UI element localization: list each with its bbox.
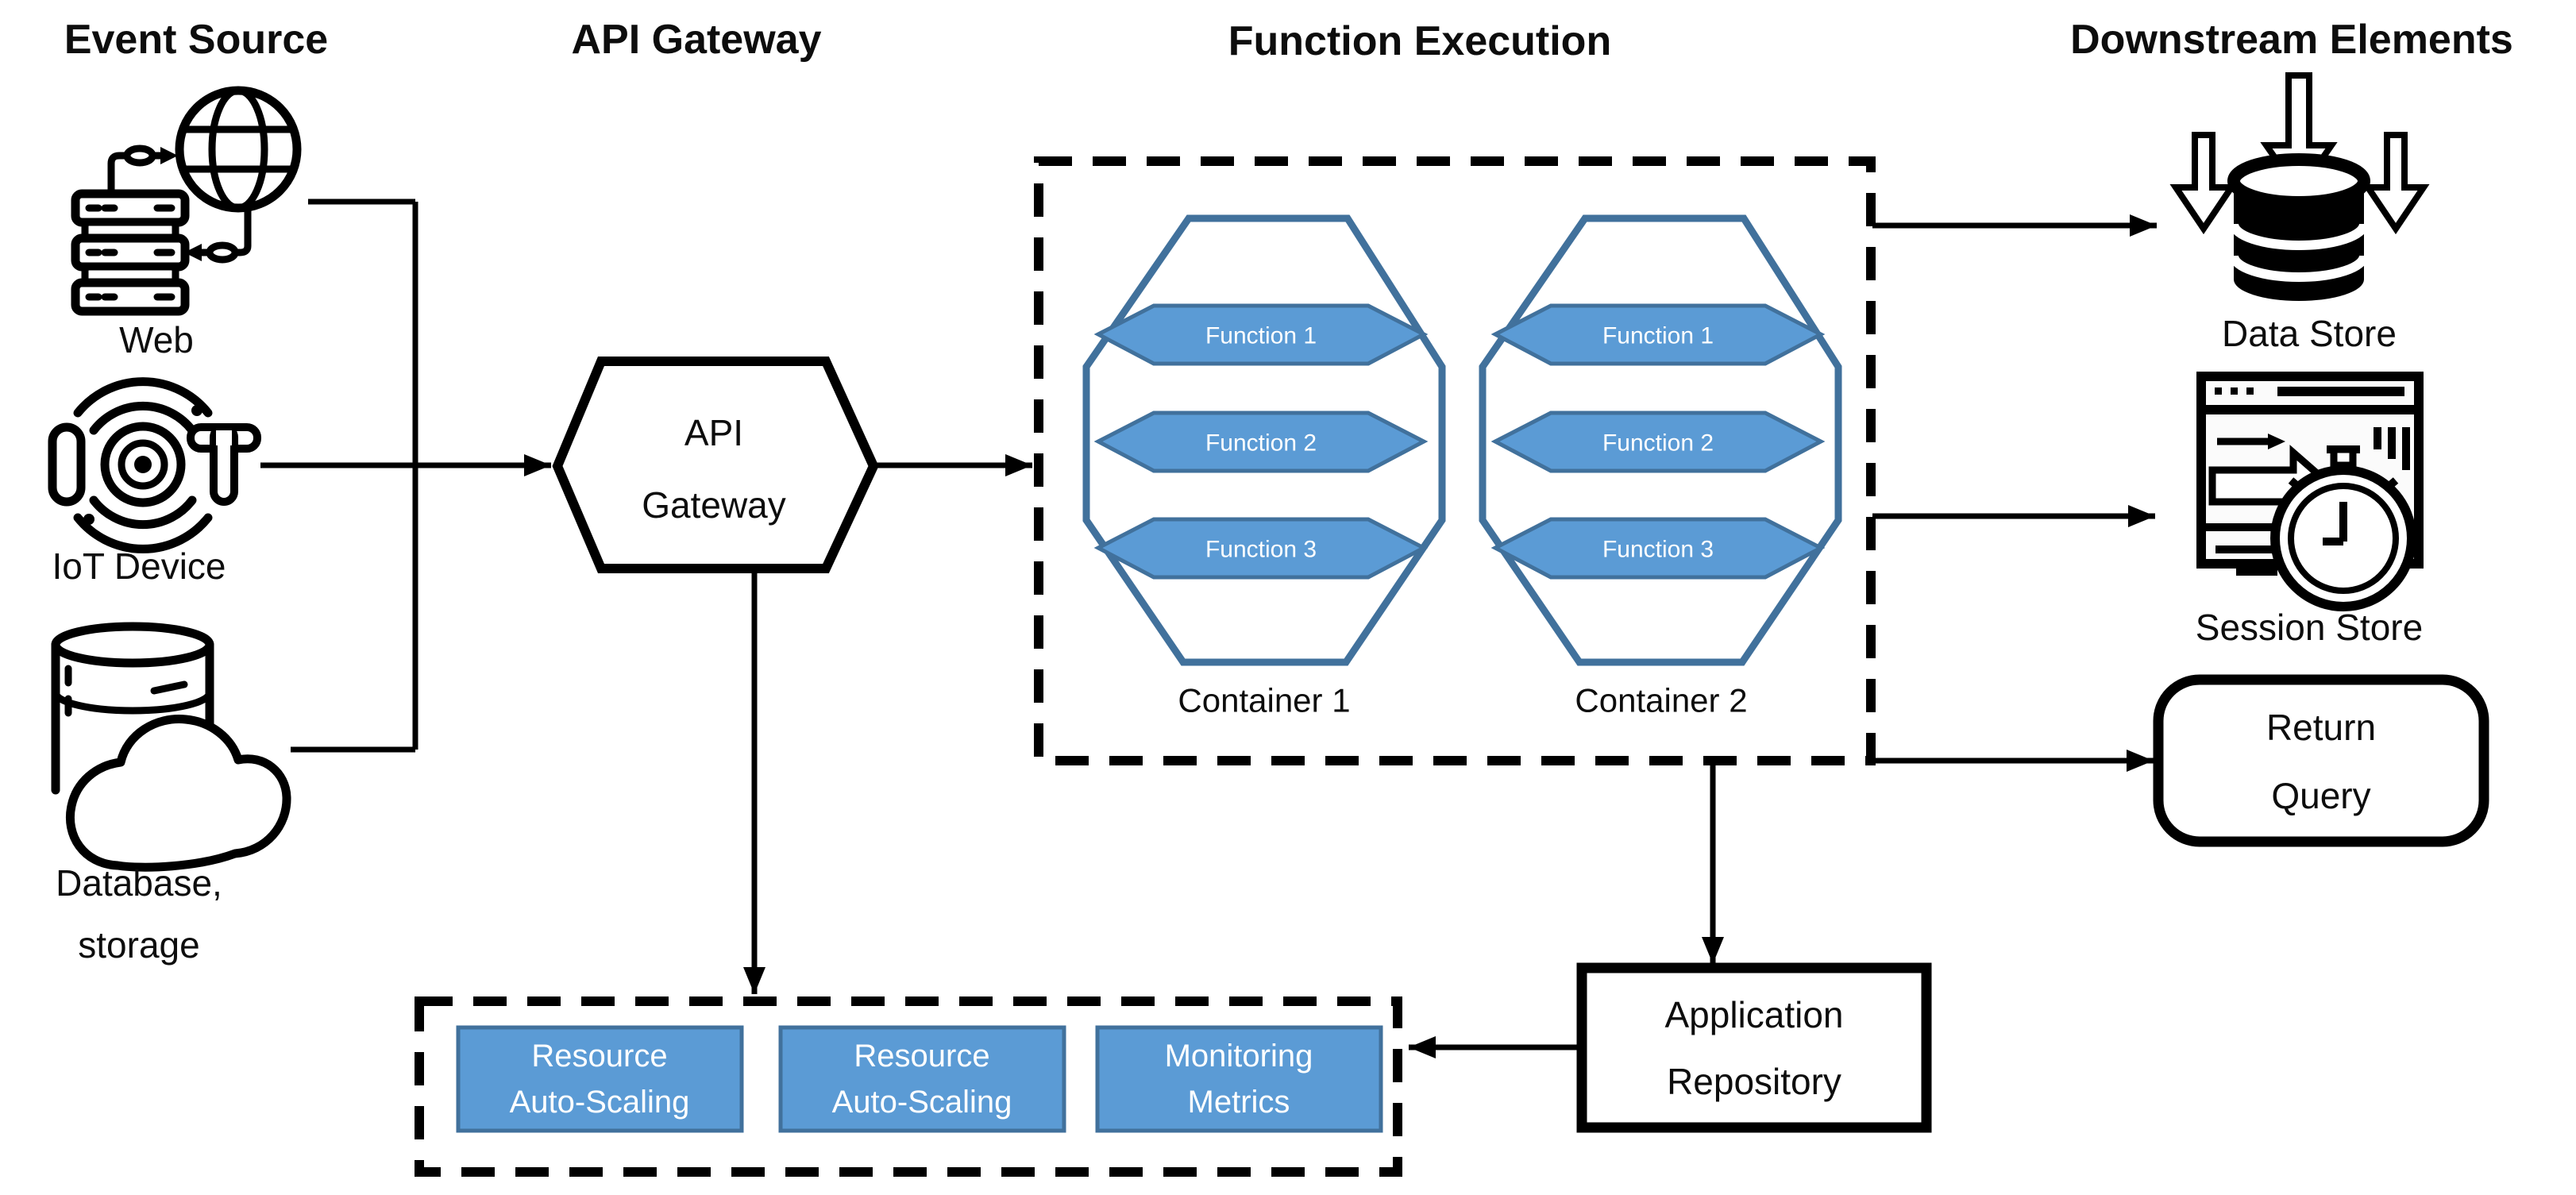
metric-box-line2: Metrics [1188, 1085, 1290, 1120]
metric-box-line1: Resource [854, 1039, 989, 1074]
container-2: Function 1 Function 2 Function 3 Contain… [1479, 214, 1842, 719]
database-source: Database, storage [51, 622, 291, 966]
metric-box-resource-auto-scaling-2: Resource Auto-Scaling [778, 1025, 1066, 1133]
server-stack [71, 189, 190, 316]
function-hexagon [1093, 517, 1429, 580]
metric-box-resource-auto-scaling-1: Resource Auto-Scaling [456, 1025, 744, 1133]
database-label-line2: storage [78, 924, 199, 966]
return-query-node: Return Query [2153, 674, 2489, 847]
function-label: Function 3 [1205, 537, 1317, 563]
heading-event-source: Event Source [64, 17, 328, 63]
function-label: Function 1 [1205, 323, 1317, 349]
web-label: Web [119, 319, 194, 360]
api-gateway-node: API Gateway [552, 357, 879, 573]
function-hexagon [1490, 411, 1826, 473]
container-1: Function 1 Function 2 Function 3 Contain… [1082, 214, 1446, 719]
metric-box-line1: Resource [531, 1039, 667, 1074]
session-store-node: Session Store [2196, 372, 2424, 648]
database-label-line1: Database, [56, 862, 222, 904]
iot-device-label: IoT Device [52, 545, 226, 587]
browser-stopwatch-icon [2196, 372, 2424, 611]
function-hexagon [1490, 517, 1826, 580]
download-arrow-right [2362, 132, 2430, 235]
api-gateway-label-line1: API [684, 412, 743, 453]
session-store-label: Session Store [2196, 607, 2423, 648]
function-hexagon [1093, 411, 1429, 473]
function-hexagon [1093, 303, 1429, 366]
iot-signal-icon [48, 377, 261, 553]
metric-box-line2: Auto-Scaling [832, 1085, 1012, 1120]
database-download-icon [2169, 72, 2430, 301]
return-query-line2: Query [2271, 775, 2370, 816]
metric-box-line1: Monitoring [1165, 1039, 1313, 1074]
function-label: Function 3 [1602, 537, 1714, 563]
function-label: Function 2 [1205, 430, 1317, 457]
function-execution-box: Function 1 Function 2 Function 3 Contain… [1034, 156, 1876, 765]
event-source-connectors [260, 199, 551, 753]
server-globe-icon [71, 86, 302, 316]
metrics-panel: Resource Auto-Scaling Resource Auto-Scal… [415, 996, 1402, 1177]
data-store-node: Data Store [2169, 72, 2430, 354]
container-1-label: Container 1 [1178, 682, 1350, 719]
metric-box [1095, 1025, 1383, 1133]
metric-box [778, 1025, 1066, 1133]
database-cloud-icon [51, 622, 291, 872]
metric-box-monitoring-metrics: Monitoring Metrics [1095, 1025, 1383, 1133]
download-arrow-left [2169, 132, 2238, 235]
api-gateway-hexagon [552, 357, 879, 573]
data-store-label: Data Store [2222, 313, 2397, 354]
function-hexagon [1490, 303, 1826, 366]
return-query-line1: Return [2266, 707, 2376, 748]
metric-box-line2: Auto-Scaling [510, 1085, 690, 1120]
metrics-panel-border [415, 996, 1402, 1177]
heading-function-execution: Function Execution [1228, 18, 1611, 64]
function-label: Function 2 [1602, 430, 1714, 457]
iot-source: IoT Device [48, 377, 261, 587]
application-repository-box [1576, 962, 1932, 1133]
web-source: Web [71, 86, 302, 360]
heading-downstream-elements: Downstream Elements [2070, 17, 2513, 63]
api-gateway-label-line2: Gateway [642, 484, 786, 526]
application-repository-line2: Repository [1667, 1061, 1841, 1102]
application-repository-line1: Application [1664, 994, 1843, 1035]
container-2-label: Container 2 [1575, 682, 1747, 719]
heading-api-gateway: API Gateway [571, 17, 821, 63]
metric-box [456, 1025, 744, 1133]
return-query-box [2153, 674, 2489, 847]
application-repository-node: Application Repository [1576, 962, 1932, 1133]
function-execution-border [1034, 156, 1876, 765]
function-label: Function 1 [1602, 323, 1714, 349]
